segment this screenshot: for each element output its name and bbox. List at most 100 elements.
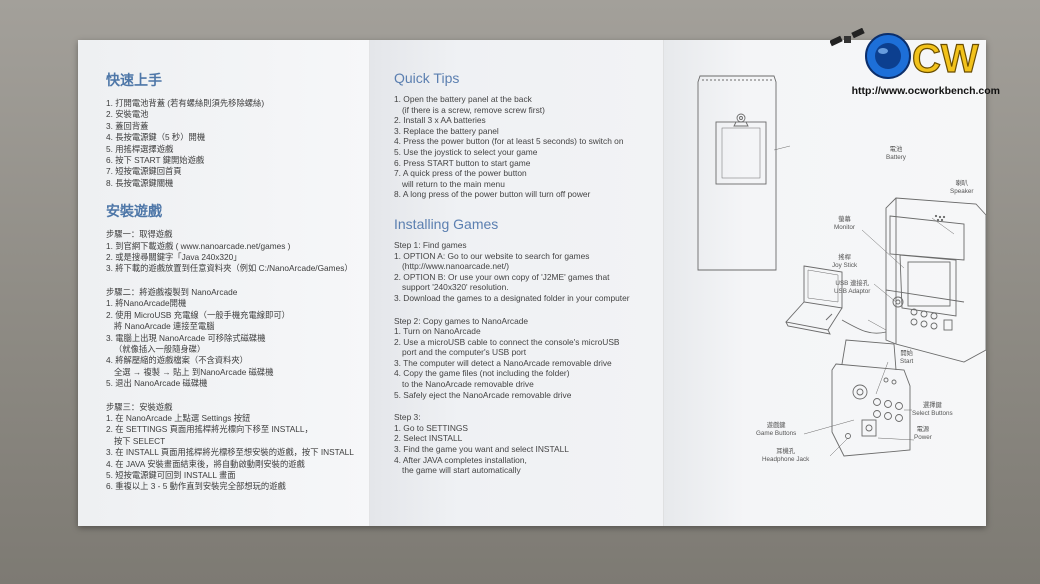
battery-label-cn: 電池	[889, 146, 903, 153]
select-label: 選擇鍵 Select Buttons	[912, 402, 953, 417]
list-item: the game will start automatically	[402, 465, 521, 476]
console-diagram	[697, 75, 986, 457]
list-item: 8. A long press of the power button will…	[394, 189, 591, 200]
callout-lines	[803, 217, 955, 457]
step-heading: Step 2: Copy games to NanoArcade	[394, 315, 529, 326]
power-label-cn: 電源	[916, 426, 930, 433]
game-buttons-label-cn: 遊戲鍵	[766, 422, 786, 429]
monitor-label: 螢幕 Monitor	[834, 216, 855, 231]
usb-label-cn: USB 連接孔	[835, 280, 869, 287]
list-item: 3. The computer will detect a NanoArcade…	[394, 357, 612, 368]
headphone-label-en: Headphone Jack	[762, 455, 810, 463]
step-heading: 步驟二：將遊戲複製到 NanoArcade	[106, 286, 238, 297]
list-item: 4. 長按電源鍵（5 秒）開機	[106, 132, 206, 143]
list-item: 5. Safely eject the NanoArcade removable…	[394, 389, 572, 400]
list-item: 3. 電腦上出現 NanoArcade 可移除式磁碟機	[106, 332, 266, 343]
list-item: 全選 → 複製 → 貼上 到NanoArcade 磁碟機	[114, 366, 274, 377]
list-item: 5. Use the joystick to select your game	[394, 146, 538, 157]
usb-label: USB 連接孔 USB Adaptor	[834, 280, 870, 295]
step-heading: Step 3:	[394, 412, 421, 423]
control-closeup-drawing	[831, 339, 911, 457]
select-label-cn: 選擇鍵	[922, 402, 942, 409]
start-label-en: Start	[900, 357, 914, 365]
list-item: 6. 按下 START 鍵開始遊戲	[106, 155, 205, 166]
game-buttons-label: 遊戲鍵 Game Buttons	[756, 422, 796, 437]
battery-label-en: Battery	[886, 153, 906, 161]
speaker-label-en: Speaker	[950, 187, 974, 195]
list-item: 1. 打開電池背蓋 (若有螺絲則須先移除螺絲)	[106, 98, 265, 108]
install-title-cn: 安裝遊戲	[106, 203, 162, 220]
list-item: 5. 退出 NanoArcade 磁碟機	[106, 378, 208, 389]
list-item: port and the computer's USB port	[402, 347, 527, 358]
step-heading: Step 1: Find games	[394, 239, 467, 250]
start-label: 開始 Start	[900, 350, 913, 365]
joystick-label-cn: 搖桿	[838, 254, 851, 261]
list-item: support '240x320' resolution.	[402, 282, 509, 293]
list-item: 1. OPTION A: Go to our website to search…	[394, 250, 590, 261]
quick-start-list-cn: 1. 打開電池背蓋 (若有螺絲則須先移除螺絲) 2. 安裝電池 3. 蓋回背蓋 …	[106, 98, 366, 189]
list-item: 3. 蓋回背蓋	[106, 120, 149, 131]
list-item: 1. 到官網下載遊戲 ( www.nanoarcade.net/games )	[106, 240, 291, 251]
list-item: to the NanoArcade removable drive	[402, 379, 534, 390]
install-step3-cn: 步驟三：安裝遊戲 1. 在 NanoArcade 上點選 Settings 按鈕…	[106, 402, 366, 493]
installing-games-title: Installing Games	[394, 215, 499, 232]
monitor-label-en: Monitor	[834, 223, 855, 231]
list-item: 1. 將NanoArcade開機	[106, 298, 187, 309]
list-item: （就像插入一般隨身碟）	[114, 343, 206, 354]
list-item: 5. 用搖桿選擇遊戲	[106, 143, 174, 154]
laptop-drawing	[785, 265, 887, 335]
list-item: 2. 使用 MicroUSB 充電線（一般手機充電線即可）	[106, 309, 290, 320]
list-item: 6. Press START button to start game	[394, 157, 531, 168]
list-item: 2. 或是搜尋關鍵字「Java 240x320」	[106, 252, 242, 263]
instruction-leaflet: 快速上手 1. 打開電池背蓋 (若有螺絲則須先移除螺絲) 2. 安裝電池 3. …	[78, 40, 986, 526]
list-item: 2. OPTION B: Or use your own copy of 'J2…	[394, 271, 610, 282]
list-item: 6. 重複以上 3 - 5 動作直到安裝完全部想玩的遊戲	[106, 481, 286, 492]
list-item: 3. Download the games to a designated fo…	[394, 292, 630, 303]
install-step2-cn: 步驟二：將遊戲複製到 NanoArcade 1. 將NanoArcade開機 2…	[106, 287, 366, 390]
install-step1-en: Step 1: Find games 1. OPTION A: Go to ou…	[394, 240, 660, 304]
start-label-cn: 開始	[900, 350, 913, 357]
step-heading: 步驟一：取得遊戲	[106, 229, 173, 240]
quick-start-title-cn: 快速上手	[106, 72, 162, 88]
satellite-icon	[830, 28, 865, 47]
list-item: 5. 短按電源鍵可回到 INSTALL 畫面	[106, 469, 236, 480]
list-item: 4. Copy the game files (not including th…	[394, 368, 570, 379]
joystick-label: 搖桿 Joy Stick	[832, 254, 857, 269]
list-item: 2. Select INSTALL	[394, 433, 463, 444]
list-item: 7. 短按電源鍵回首頁	[106, 166, 182, 177]
list-item: 1. Go to SETTINGS	[394, 422, 469, 433]
list-item: 1. Turn on NanoArcade	[394, 326, 481, 337]
list-item: 3. 在 INSTALL 頁面用搖桿將光標移至想安裝的遊戲，按下 INSTALL	[106, 447, 354, 458]
quick-tips-title: Quick Tips	[394, 70, 460, 86]
step-heading: 步驟三：安裝遊戲	[106, 401, 173, 412]
list-item: 將 NanoArcade 連接至電腦	[114, 321, 215, 332]
list-item: (http://www.nanoarcade.net/)	[402, 261, 510, 272]
ocw-watermark: CW http://www.ocworkbench.com	[830, 28, 1000, 102]
ocw-logo-icon: CW	[830, 28, 979, 82]
list-item: will return to the main menu	[402, 178, 505, 189]
headphone-label: 耳機孔 Headphone Jack	[762, 448, 809, 463]
headphone-label-cn: 耳機孔	[776, 448, 796, 455]
select-label-en: Select Buttons	[912, 409, 953, 417]
quick-tips-list: 1. Open the battery panel at the back (i…	[394, 94, 660, 200]
list-item: 1. Open the battery panel at the back	[394, 94, 532, 104]
monitor-label-cn: 螢幕	[838, 216, 851, 223]
install-step2-en: Step 2: Copy games to NanoArcade 1. Turn…	[394, 316, 660, 401]
speaker-label-cn: 喇叭	[955, 180, 969, 187]
list-item: 4. 將解壓縮的遊戲檔案（不含資料夾）	[106, 355, 248, 366]
ocw-logo-text: CW	[912, 37, 979, 81]
list-item: 2. Install 3 x AA batteries	[394, 115, 486, 126]
install-step3-en: Step 3: 1. Go to SETTINGS 2. Select INST…	[394, 412, 660, 476]
list-item: 4. After JAVA completes installation,	[394, 454, 527, 465]
list-item: (if there is a screw, remove screw first…	[402, 104, 545, 115]
list-item: 3. Find the game you want and select INS…	[394, 444, 569, 455]
list-item: 1. 在 NanoArcade 上點選 Settings 按鈕	[106, 412, 251, 423]
power-label: 電源 Power	[914, 426, 932, 441]
list-item: 4. 在 JAVA 安裝畫面結束後，將自動啟動剛安裝的遊戲	[106, 458, 305, 469]
list-item: 按下 SELECT	[114, 435, 166, 446]
list-item: 3. 將下載的遊戲放置到任意資料夾（例如 C:/NanoArcade/Games…	[106, 263, 353, 274]
battery-label: 電池 Battery	[886, 146, 906, 161]
list-item: 2. 在 SETTINGS 頁面用搖桿將光標向下移至 INSTALL，	[106, 424, 313, 435]
english-panel: Quick Tips 1. Open the battery panel at …	[370, 40, 664, 526]
ocw-url: http://www.ocworkbench.com	[851, 85, 1000, 97]
